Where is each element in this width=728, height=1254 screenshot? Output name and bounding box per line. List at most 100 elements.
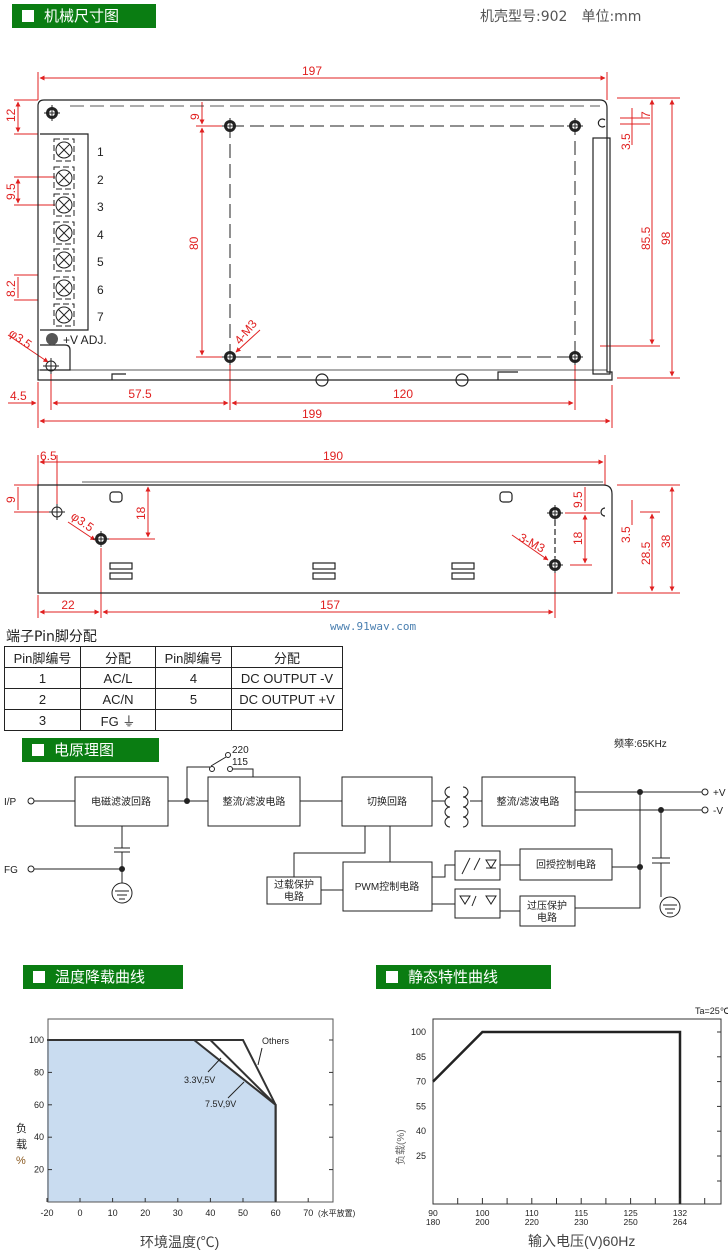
rectifier-block-input: 整流/滤波电路 bbox=[223, 795, 286, 808]
dim-12: 12 bbox=[4, 108, 18, 122]
terminal-label: 5 bbox=[97, 255, 104, 269]
x-tick-label: 125 bbox=[624, 1208, 638, 1218]
terminal-block bbox=[53, 138, 75, 327]
y-tick-label: 100 bbox=[29, 1035, 44, 1045]
header-cell: 分配 bbox=[80, 646, 156, 668]
series-label: 7.5V,9V bbox=[205, 1099, 236, 1109]
dim-4-m3: 4-M3 bbox=[232, 317, 261, 347]
x-note: (水平放置) bbox=[318, 1208, 356, 1218]
frequency-label: 频率:65KHz bbox=[614, 737, 667, 750]
y-tick-label: 80 bbox=[34, 1067, 44, 1077]
dim-3-5-side: 3.5 bbox=[619, 526, 633, 543]
dim-3-5: 3.5 bbox=[619, 133, 633, 150]
x-tick-label: 70 bbox=[303, 1208, 313, 1218]
y-tick-label: 40 bbox=[416, 1126, 426, 1136]
fg-label: FG bbox=[4, 865, 18, 876]
dim-22: 22 bbox=[61, 598, 75, 612]
switch-220-label: 220 bbox=[232, 745, 249, 756]
cell: DC OUTPUT +V bbox=[231, 688, 343, 710]
minus-v-label: -V bbox=[713, 806, 723, 817]
y-axis-label: 负 bbox=[16, 1121, 27, 1135]
cell bbox=[231, 709, 343, 731]
ip-label: I/P bbox=[4, 797, 17, 808]
cell: AC/N bbox=[80, 688, 156, 710]
dim-18: 18 bbox=[134, 506, 148, 520]
dim-157: 157 bbox=[320, 598, 340, 612]
y-tick-label: 25 bbox=[416, 1151, 426, 1161]
dim-phi-3-5-side: φ3.5 bbox=[68, 509, 96, 535]
series-label: 3.3V,5V bbox=[184, 1075, 215, 1085]
x-tick-label: 250 bbox=[624, 1217, 638, 1227]
x-tick-label: 115 bbox=[574, 1208, 588, 1218]
cell: 3 bbox=[4, 709, 81, 731]
x-tick-label: 132 bbox=[673, 1208, 687, 1218]
y-tick-label: 20 bbox=[34, 1165, 44, 1175]
dim-9-5-side: 9.5 bbox=[571, 491, 585, 508]
dim-28-5: 28.5 bbox=[639, 541, 653, 565]
terminal-label: 6 bbox=[97, 283, 104, 297]
dim-18-side: 18 bbox=[571, 531, 585, 545]
terminal-label: 2 bbox=[97, 173, 104, 187]
section-header-mechanical: 机械尺寸图 bbox=[12, 4, 156, 28]
overload-protection-block-line2: 电路 bbox=[284, 890, 304, 903]
cell: FG ⏚ bbox=[80, 709, 156, 731]
dim-85-5: 85.5 bbox=[639, 226, 653, 250]
rectifier-block-output: 整流/滤波电路 bbox=[497, 795, 560, 808]
case-info: 机壳型号:902 单位:mm bbox=[480, 9, 642, 25]
series-label: Others bbox=[262, 1036, 290, 1046]
dim-80: 80 bbox=[187, 236, 201, 250]
x-tick-label: 220 bbox=[525, 1217, 539, 1227]
cell: DC OUTPUT -V bbox=[231, 667, 343, 689]
cell: 2 bbox=[4, 688, 81, 710]
dim-190: 190 bbox=[323, 449, 343, 463]
dim-199: 199 bbox=[302, 407, 322, 421]
derating-fill-area bbox=[47, 1040, 276, 1202]
x-axis-label: 环境温度(℃) bbox=[140, 1234, 219, 1250]
dim-9: 9 bbox=[188, 113, 202, 120]
cell: 4 bbox=[155, 667, 232, 689]
y-tick-label: 40 bbox=[34, 1132, 44, 1142]
overload-protection-block: 过载保护 bbox=[274, 878, 314, 891]
switch-115-label: 115 bbox=[232, 757, 248, 768]
cell: 5 bbox=[155, 688, 232, 710]
y-axis-label: 载 bbox=[16, 1138, 27, 1151]
watermark: www.91way.com bbox=[330, 620, 416, 630]
terminal-label: 4 bbox=[97, 228, 104, 242]
feedback-control-block: 回授控制电路 bbox=[536, 858, 596, 871]
x-tick-label: 0 bbox=[77, 1208, 82, 1218]
overvoltage-protection-block: 过压保护 bbox=[527, 899, 567, 912]
plot-frame bbox=[432, 1018, 722, 1205]
plot-frame bbox=[47, 1018, 334, 1203]
x-tick-label: 264 bbox=[673, 1217, 687, 1227]
pwm-control-block: PWM控制电路 bbox=[355, 880, 419, 893]
square-icon bbox=[22, 10, 34, 22]
y-axis-label: 负载(%) bbox=[394, 1129, 407, 1165]
pin-table-title: 端子Pin脚分配 bbox=[6, 629, 97, 645]
x-tick-label: 50 bbox=[238, 1208, 248, 1218]
x-tick-label: 110 bbox=[525, 1208, 539, 1218]
y-tick-label: 100 bbox=[411, 1027, 426, 1037]
dim-9-side: 9 bbox=[4, 496, 18, 503]
dim-38: 38 bbox=[659, 534, 673, 548]
x-tick-label: 180 bbox=[426, 1217, 440, 1227]
mechanical-drawing: 1 2 3 4 5 6 7 +V ADJ. 197 199 57.5 120 4… bbox=[4, 64, 680, 630]
section-title: 静态特性曲线 bbox=[408, 968, 499, 986]
dim-9-5: 9.5 bbox=[4, 183, 18, 200]
square-icon bbox=[32, 744, 44, 756]
dim-8-2: 8.2 bbox=[4, 280, 18, 297]
y-tick-label: 55 bbox=[416, 1101, 426, 1111]
dim-6-5: 6.5 bbox=[40, 449, 57, 463]
adj-label: +V ADJ. bbox=[63, 333, 107, 347]
ambient-note: Ta=25℃ bbox=[695, 1006, 728, 1016]
terminal-label: 3 bbox=[97, 200, 104, 214]
terminal-label: 1 bbox=[97, 145, 104, 159]
dim-57-5: 57.5 bbox=[128, 387, 152, 401]
dim-3-m3: 3-M3 bbox=[517, 530, 548, 555]
x-tick-label: 20 bbox=[140, 1208, 150, 1218]
x-tick-label: 100 bbox=[475, 1208, 489, 1218]
y-tick-label: 70 bbox=[416, 1077, 426, 1087]
